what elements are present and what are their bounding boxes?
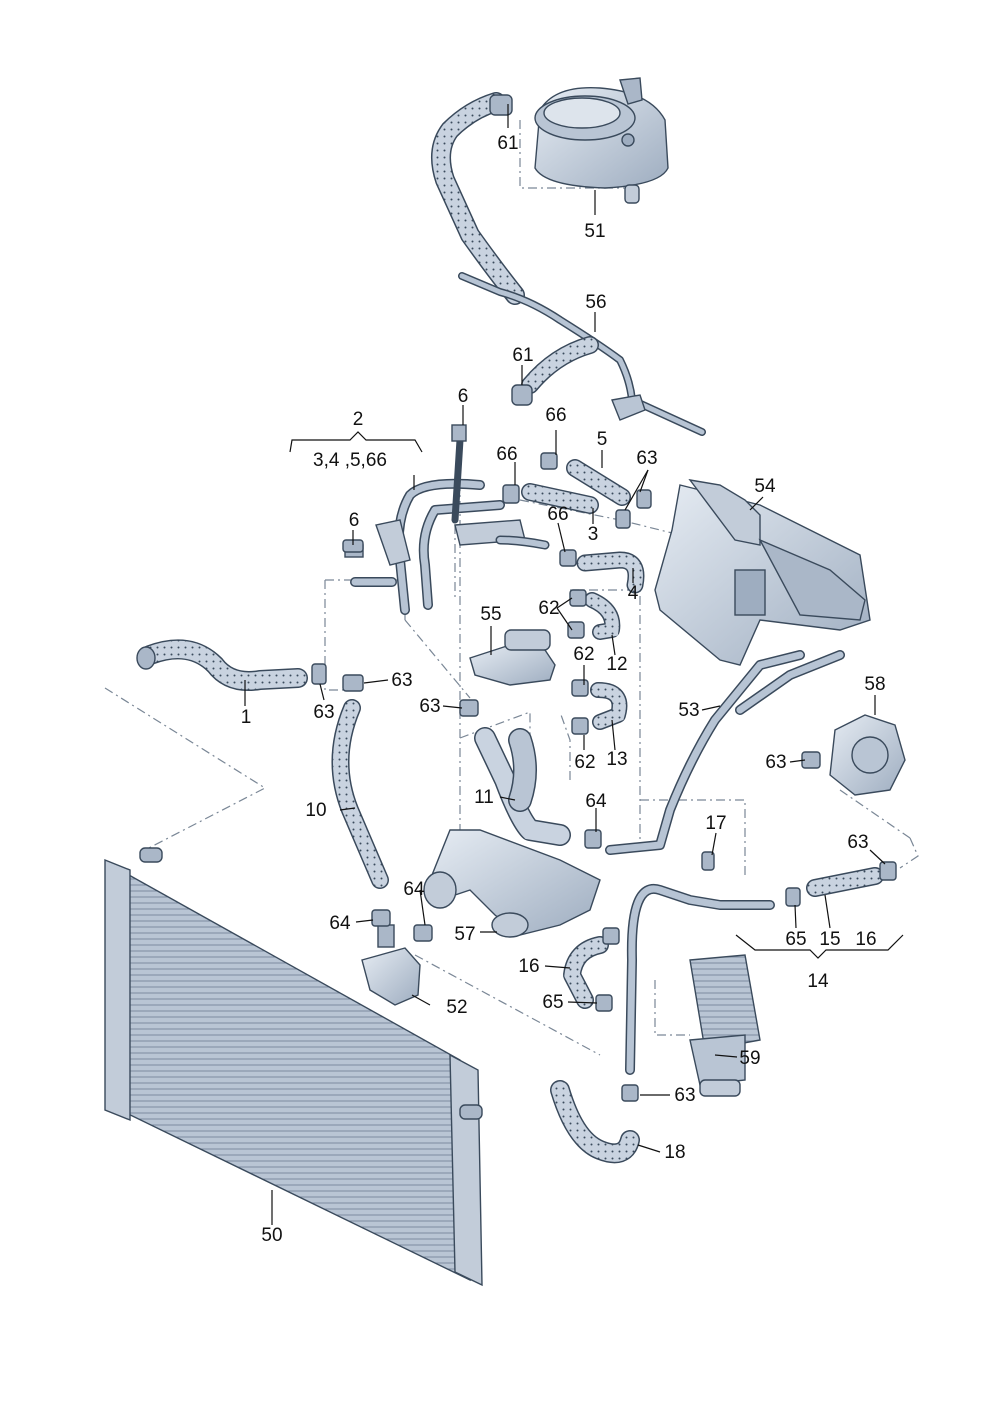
callout-15: 15 bbox=[819, 929, 840, 950]
callout-63-d: 63 bbox=[419, 696, 440, 717]
callout-52: 52 bbox=[446, 997, 467, 1018]
callout-64-b: 64 bbox=[403, 879, 425, 900]
leader-lines bbox=[244, 104, 904, 1225]
callout-2: 2 bbox=[353, 409, 364, 430]
expansion-tank bbox=[534, 77, 669, 204]
callout-16-a: 16 bbox=[855, 929, 876, 950]
callout-6-top: 6 bbox=[458, 386, 469, 407]
engine-housing bbox=[654, 479, 871, 666]
callout-53: 53 bbox=[678, 700, 699, 721]
callout-5: 5 bbox=[597, 429, 608, 450]
bolts bbox=[342, 539, 715, 871]
callout-66-mid: 66 bbox=[496, 444, 517, 465]
pipe-53 bbox=[605, 650, 845, 855]
callout-6-low: 6 bbox=[349, 510, 360, 531]
hoses-12-13 bbox=[584, 592, 628, 730]
callout-65-b: 65 bbox=[542, 992, 563, 1013]
callout-1: 1 bbox=[241, 707, 252, 728]
callout-10: 10 bbox=[305, 800, 326, 821]
hose-1 bbox=[136, 639, 308, 691]
callout-62-c: 62 bbox=[574, 752, 595, 773]
small-hoses bbox=[521, 459, 645, 594]
callout-50: 50 bbox=[261, 1225, 282, 1246]
callout-59: 59 bbox=[739, 1048, 760, 1069]
callout-57: 57 bbox=[454, 924, 475, 945]
callout-62-a: 62 bbox=[538, 598, 559, 619]
callout-65-a: 65 bbox=[785, 929, 806, 950]
callout-61-top: 61 bbox=[497, 133, 518, 154]
callout-64-c: 64 bbox=[329, 913, 351, 934]
callout-13: 13 bbox=[606, 749, 627, 770]
callout-63-g: 63 bbox=[674, 1085, 695, 1106]
callout-62-b: 62 bbox=[573, 644, 594, 665]
callout-18: 18 bbox=[664, 1142, 685, 1163]
callout-58: 58 bbox=[864, 674, 885, 695]
callout-12: 12 bbox=[606, 654, 627, 675]
callout-63-c: 63 bbox=[313, 702, 334, 723]
callout-55: 55 bbox=[480, 604, 501, 625]
callout-54: 54 bbox=[754, 476, 776, 497]
callout-14: 14 bbox=[807, 971, 829, 992]
radiator bbox=[104, 847, 483, 1287]
callout-11: 11 bbox=[474, 787, 494, 808]
hose-10 bbox=[331, 699, 389, 889]
callout-4: 4 bbox=[628, 583, 639, 604]
pipe-assembly bbox=[344, 424, 550, 615]
thermostat-housing bbox=[469, 629, 556, 686]
callout-63-b: 63 bbox=[391, 670, 412, 691]
callout-3: 3 bbox=[588, 524, 599, 545]
flange-57 bbox=[423, 829, 601, 938]
clamps bbox=[311, 452, 897, 1102]
callout-51: 51 bbox=[584, 221, 605, 242]
callout-56: 56 bbox=[585, 292, 606, 313]
callout-66-low: 66 bbox=[547, 504, 568, 525]
hose-11 bbox=[474, 727, 571, 846]
callout-66-top: 66 bbox=[545, 405, 566, 426]
callout-63-e: 63 bbox=[765, 752, 786, 773]
pump-52 bbox=[361, 924, 421, 1006]
pump-58 bbox=[829, 714, 906, 796]
callout-17: 17 bbox=[705, 813, 726, 834]
oil-cooler bbox=[689, 954, 761, 1097]
connection-lines bbox=[104, 120, 919, 1056]
callout-61-mid: 61 bbox=[512, 345, 533, 366]
callout-63-top: 63 bbox=[636, 448, 657, 469]
upper-hose bbox=[431, 92, 706, 436]
callout-2-group: 3,4 ,5,66 bbox=[313, 450, 387, 471]
callout-labels: 61 51 56 61 6 2 3,4 ,5,66 66 66 5 63 54 … bbox=[241, 133, 886, 1246]
callout-63-f: 63 bbox=[847, 832, 868, 853]
callout-16-b: 16 bbox=[518, 956, 539, 977]
lower-hoses bbox=[550, 867, 884, 1164]
callout-64-a: 64 bbox=[585, 791, 607, 812]
